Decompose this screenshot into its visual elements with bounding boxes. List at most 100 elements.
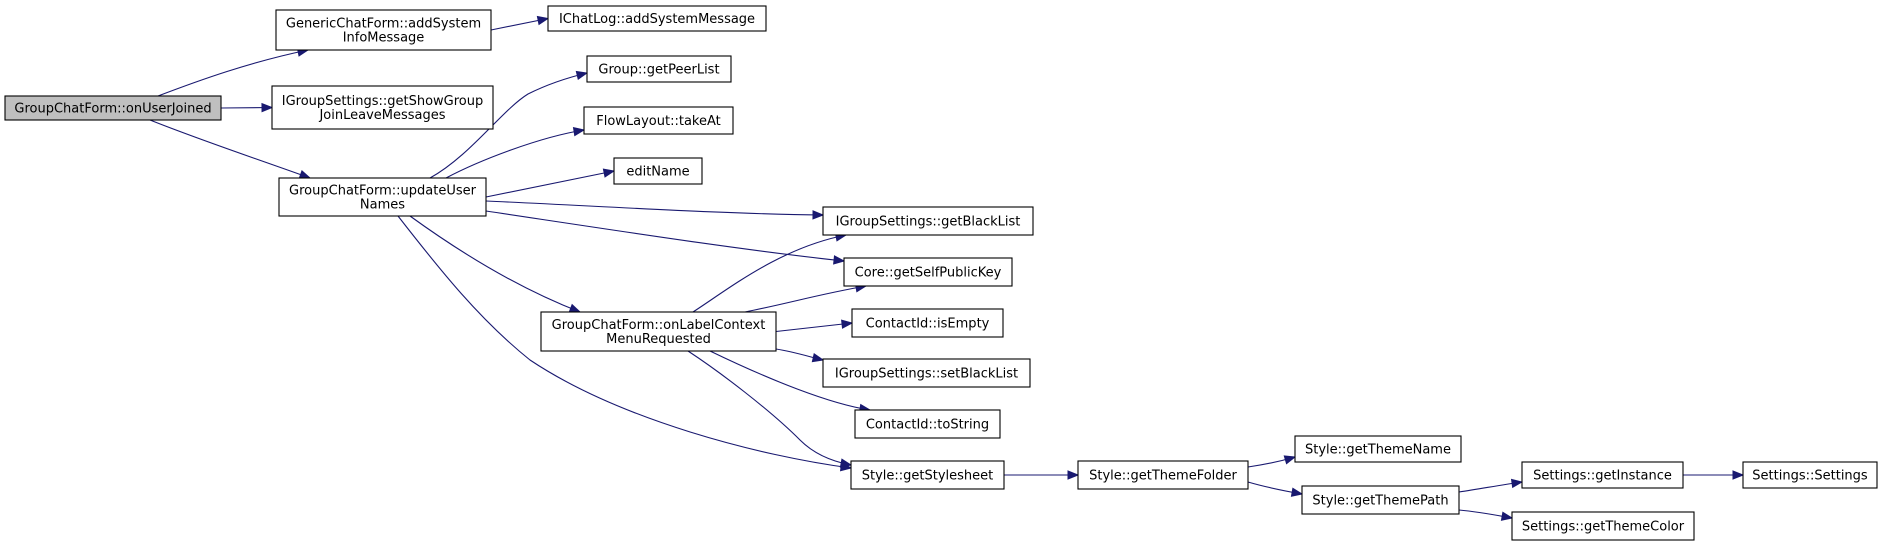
arrowhead [536,15,550,26]
node-getThemePath[interactable]: Style::getThemePath [1301,485,1460,515]
arrowhead [572,126,586,137]
arrowhead [602,168,616,178]
edge-onLabelContextMenu-to-setBlackList [775,348,825,363]
node-getInstance[interactable]: Settings::getInstance [1521,461,1684,489]
node-getShowGroupJoinLeave[interactable]: IGroupSettings::getShowGroupJoinLeaveMes… [271,85,494,130]
edge-onUserJoined-to-getShowGroupJoinLeave [220,102,274,113]
edge-updateUserNames-to-getSelfPublicKey [485,210,846,265]
call-edges [149,15,1745,521]
node-toString[interactable]: ContactId::toString [854,409,1001,439]
edge-updateUserNames-to-getPeerList [429,70,589,179]
node-onLabelContextMenu[interactable]: GroupChatForm::onLabelContextMenuRequest… [540,311,777,352]
node-label: Names [360,198,405,213]
node-label: ContactId::isEmpty [866,317,990,332]
node-box [1742,461,1878,489]
node-label: Style::getThemeName [1305,443,1451,458]
call-nodes: GroupChatForm::onUserJoined GenericChatFo… [4,5,1878,541]
node-box [271,85,494,130]
node-box [275,9,492,51]
node-label: Settings::Settings [1752,469,1868,484]
node-isEmpty[interactable]: ContactId::isEmpty [851,308,1004,338]
edge-getThemeFolder-to-getThemePath [1247,481,1304,497]
node-label: Style::getStylesheet [862,469,994,484]
arrowhead [575,70,589,81]
node-label: JoinLeaveMessages [318,108,445,123]
node-box [278,177,487,217]
node-setBlackList[interactable]: IGroupSettings::setBlackList [822,358,1031,388]
arrowhead [1283,455,1297,465]
node-editName[interactable]: editName [613,157,703,185]
edge-updateUserNames-to-editName [485,168,616,198]
node-getThemeFolder[interactable]: Style::getThemeFolder [1077,460,1249,490]
node-box [850,460,1005,490]
arrowhead [298,169,312,179]
node-label: Settings::getThemeColor [1522,520,1685,535]
node-label: FlowLayout::takeAt [596,114,721,129]
arrowhead [839,458,853,468]
edge-addSystemInfoMessage-to-iChatLogAdd [490,15,550,31]
edge-onLabelContextMenu-to-getStylesheet [687,350,853,468]
arrowhead [1510,478,1524,489]
node-label: Group::getPeerList [598,63,719,78]
node-label: MenuRequested [606,332,711,347]
arrowhead [812,210,825,220]
node-label: InfoMessage [343,31,425,46]
node-label: ContactId::toString [866,418,989,433]
node-box [851,308,1004,338]
arrowhead [1067,470,1080,480]
node-label: GroupChatForm::updateUser [289,184,477,199]
arrowhead [833,255,846,265]
edge-getThemeFolder-to-getThemeName [1247,455,1297,468]
arrowhead [261,102,274,113]
node-box [854,409,1001,439]
node-label: Style::getThemeFolder [1089,469,1237,484]
edge-onLabelContextMenu-to-isEmpty [775,319,854,333]
node-getBlackList[interactable]: IGroupSettings::getBlackList [822,206,1034,236]
edge-getThemePath-to-getInstance [1458,478,1524,493]
node-getThemeColor[interactable]: Settings::getThemeColor [1511,511,1695,541]
node-label: GenericChatForm::addSystem [286,17,481,32]
node-box [822,358,1031,388]
node-label: GroupChatForm::onLabelContext [552,318,766,333]
node-takeAt[interactable]: FlowLayout::takeAt [583,106,734,135]
node-getSelfPublicKey[interactable]: Core::getSelfPublicKey [843,257,1013,287]
edge-getInstance-to-settingsCtor [1683,470,1745,480]
node-label: Style::getThemePath [1312,494,1448,509]
node-settingsCtor[interactable]: Settings::Settings [1742,461,1878,489]
node-box [613,157,703,185]
arrowhead [1500,511,1514,521]
node-onUserJoined[interactable]: GroupChatForm::onUserJoined [4,95,222,121]
node-label: GroupChatForm::onUserJoined [14,102,211,117]
node-label: IGroupSettings::getBlackList [836,215,1021,230]
node-box [583,106,734,135]
arrowhead [811,353,825,363]
node-box [1301,485,1460,515]
node-getThemeName[interactable]: Style::getThemeName [1294,435,1462,463]
edge-updateUserNames-to-onLabelContextMenu [409,215,582,313]
node-label: Core::getSelfPublicKey [855,266,1002,281]
node-box [4,95,222,121]
edge-onLabelContextMenu-to-getSelfPublicKey [744,283,868,313]
edge-getStylesheet-to-getThemeFolder [1004,470,1080,480]
node-label: editName [626,165,689,180]
node-box [822,206,1034,236]
node-box [1077,460,1249,490]
edge-updateUserNames-to-takeAt [445,126,586,179]
arrowhead [1290,487,1304,497]
arrowhead [1732,470,1745,480]
edge-updateUserNames-to-getBlackList [485,200,825,220]
node-getStylesheet[interactable]: Style::getStylesheet [850,460,1005,490]
node-label: IChatLog::addSystemMessage [559,12,755,27]
node-box [1294,435,1462,463]
node-iChatLogAdd[interactable]: IChatLog::addSystemMessage [547,5,767,32]
arrowhead [841,319,854,329]
node-label: IGroupSettings::getShowGroup [282,94,484,109]
node-box [547,5,767,32]
node-box [540,311,777,352]
node-getPeerList[interactable]: Group::getPeerList [586,55,732,83]
arrowhead [568,303,582,313]
node-box [843,257,1013,287]
